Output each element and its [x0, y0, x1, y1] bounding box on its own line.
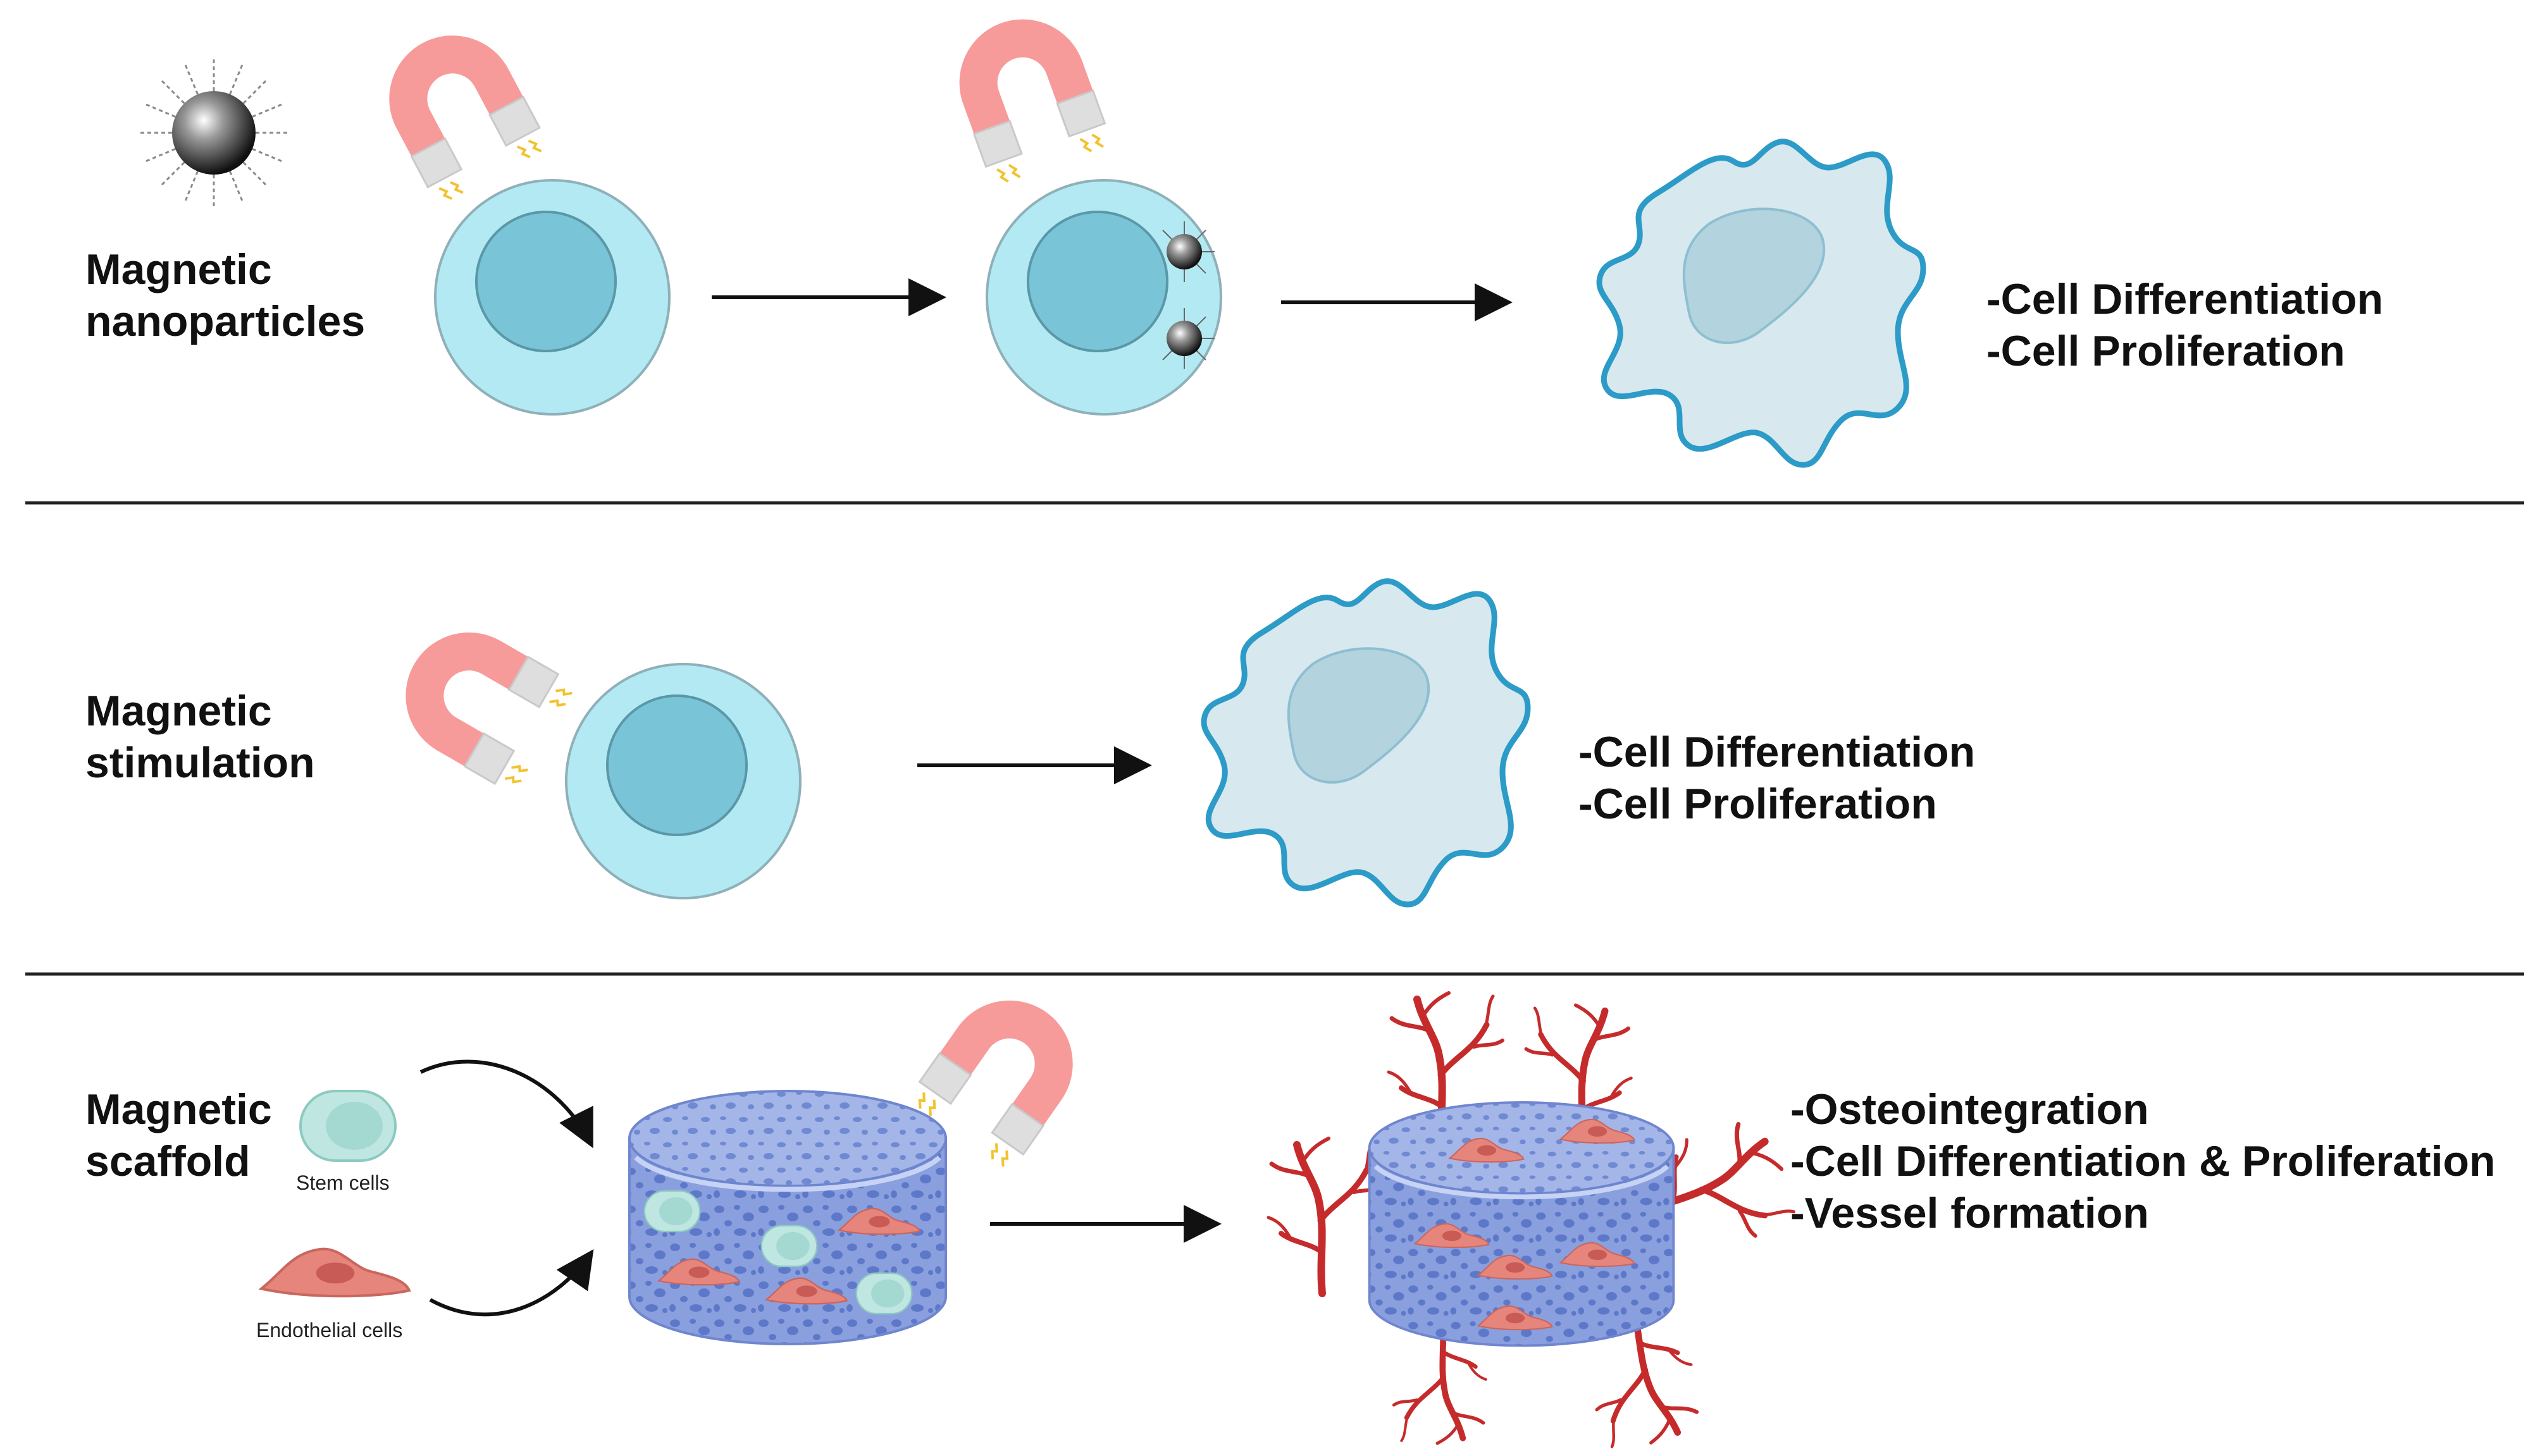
- differentiated-cell-icon: [1599, 142, 1923, 465]
- horseshoe-magnet-icon: [940, 0, 1114, 188]
- outcome-item: -Vessel formation: [1790, 1189, 2149, 1237]
- section-title: Magnetic stimulation: [85, 685, 315, 789]
- section-title-line: scaffold: [85, 1137, 251, 1185]
- round-cell-icon: [434, 179, 671, 416]
- section-title-line: Magnetic: [85, 687, 272, 735]
- section-magnetic-stimulation: [381, 581, 1528, 904]
- arrow-icon: [419, 1059, 593, 1149]
- round-cell-icon: [565, 663, 802, 899]
- outcome-item: -Cell Differentiation: [1578, 728, 1976, 776]
- endothelial-cells-label: Endothelial cells: [256, 1319, 403, 1342]
- section-title-line: stimulation: [85, 739, 315, 787]
- arrow-icon: [429, 1249, 594, 1317]
- endothelial-cell-icon: [261, 1249, 409, 1296]
- outcome-item: -Cell Differentiation: [1986, 275, 2384, 323]
- outcome-item: -Cell Differentiation & Proliferation: [1790, 1137, 2496, 1185]
- section-title-line: Magnetic: [85, 1085, 272, 1133]
- outcome-item: -Osteointegration: [1790, 1085, 2149, 1133]
- magnetic-nanoparticle-icon: [1162, 221, 1215, 369]
- outcome-list: -Cell Differentiation -Cell Proliferatio…: [1986, 273, 2383, 377]
- section-title-line: Magnetic: [85, 245, 272, 293]
- stem-cell-icon: [299, 1090, 397, 1162]
- horseshoe-magnet-icon: [367, 13, 550, 206]
- outcome-item: -Cell Proliferation: [1578, 780, 1937, 828]
- porous-scaffold-icon: [1370, 1102, 1674, 1346]
- stem-cells-label: Stem cells: [296, 1171, 390, 1194]
- outcome-list: -Cell Differentiation -Cell Proliferatio…: [1578, 726, 1975, 830]
- outcome-list: -Osteointegration -Cell Differentiation …: [1790, 1083, 2496, 1239]
- section-title: Magnetic nanoparticles: [85, 244, 365, 347]
- differentiated-cell-icon: [1204, 581, 1528, 904]
- horseshoe-magnet-icon: [381, 608, 578, 796]
- outcome-item: -Cell Proliferation: [1986, 327, 2345, 375]
- magnetic-nanoparticle-icon: [138, 57, 290, 209]
- round-cell-icon: [986, 179, 1222, 416]
- section-title: Magnetic scaffold: [85, 1083, 272, 1187]
- section-magnetic-scaffold: [261, 974, 1800, 1452]
- section-title-line: nanoparticles: [85, 297, 366, 345]
- section-magnetic-nanoparticles: [138, 0, 1923, 465]
- porous-scaffold-icon: [629, 1091, 946, 1344]
